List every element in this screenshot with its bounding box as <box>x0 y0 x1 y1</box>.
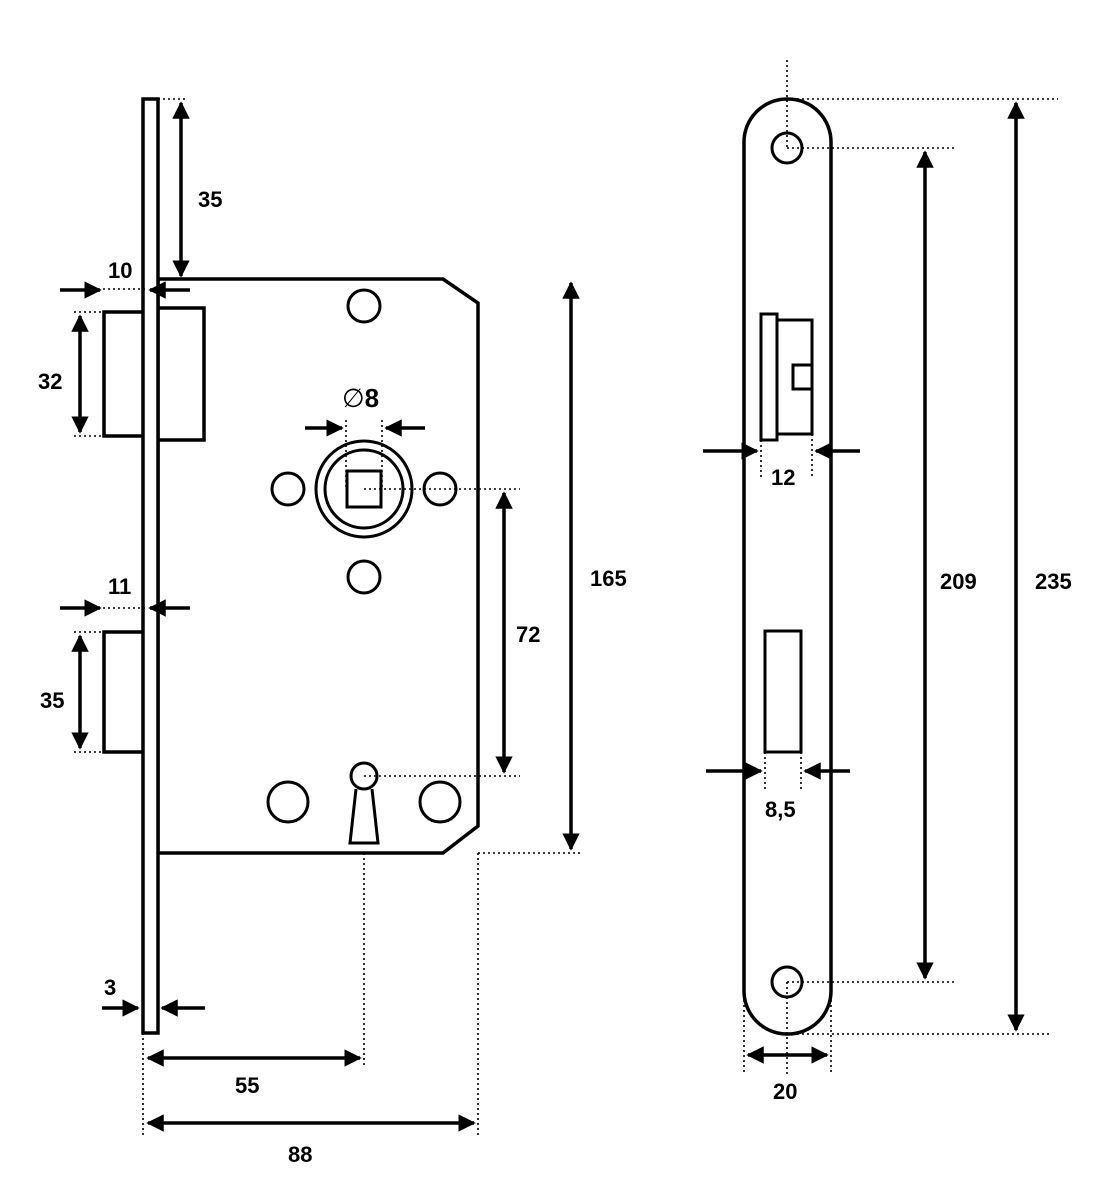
label-faceplate-to-latch: 10 <box>108 258 132 283</box>
latch-opening-notch <box>791 363 814 391</box>
label-bolt-opening-width: 8,5 <box>765 797 796 822</box>
label-plate-length: 235 <box>1035 569 1072 594</box>
strike-plate <box>742 97 833 1036</box>
label-latch-height: 32 <box>38 369 62 394</box>
latch-tail <box>156 306 206 442</box>
screw-hole-bottom-left <box>266 780 310 824</box>
label-spindle-diameter: ∅8 <box>342 383 379 413</box>
screw-hole-middle <box>346 559 382 595</box>
faceplate <box>141 97 160 1035</box>
label-faceplate-thickness: 3 <box>104 975 116 1000</box>
lock-case <box>156 277 480 855</box>
latch <box>102 310 148 438</box>
label-faceplate-to-bolt: 11 <box>108 574 131 599</box>
lock-body-view <box>102 97 480 1035</box>
label-bolt-height: 35 <box>40 688 64 713</box>
label-plate-width: 20 <box>773 1079 797 1104</box>
label-spindle-to-keyhole: 72 <box>516 622 540 647</box>
spindle-hub-outer <box>314 439 414 539</box>
label-backset: 55 <box>235 1073 259 1098</box>
label-body-height: 165 <box>590 566 627 591</box>
strike-plate-view <box>742 97 833 1036</box>
diameter-value: 8 <box>365 383 379 413</box>
lock-body-dimension-arrows <box>60 101 580 1132</box>
keyhole-slot <box>348 788 380 845</box>
lock-body-labels: 35 10 32 ∅8 11 35 72 165 3 55 88 <box>38 187 627 1167</box>
strike-plate-labels: 12 8,5 209 235 20 <box>765 465 1072 1104</box>
label-latch-opening-width: 12 <box>771 465 795 490</box>
spindle-hub-inner <box>323 448 405 530</box>
bolt <box>102 630 148 754</box>
screw-hole-top <box>346 288 382 324</box>
label-body-depth: 88 <box>288 1142 312 1167</box>
keyhole-top <box>349 761 379 791</box>
label-hole-spacing: 209 <box>940 569 977 594</box>
bolt-opening <box>763 629 803 754</box>
diameter-symbol: ∅ <box>342 383 365 413</box>
strike-plate-dimension-arrows <box>703 101 1025 1064</box>
label-top-offset: 35 <box>198 187 222 212</box>
lock-body-extension-lines <box>74 98 580 1135</box>
screw-hole-left <box>270 471 306 507</box>
screw-hole-bottom-right <box>418 780 462 824</box>
strike-plate-extension-lines <box>743 60 1058 1075</box>
